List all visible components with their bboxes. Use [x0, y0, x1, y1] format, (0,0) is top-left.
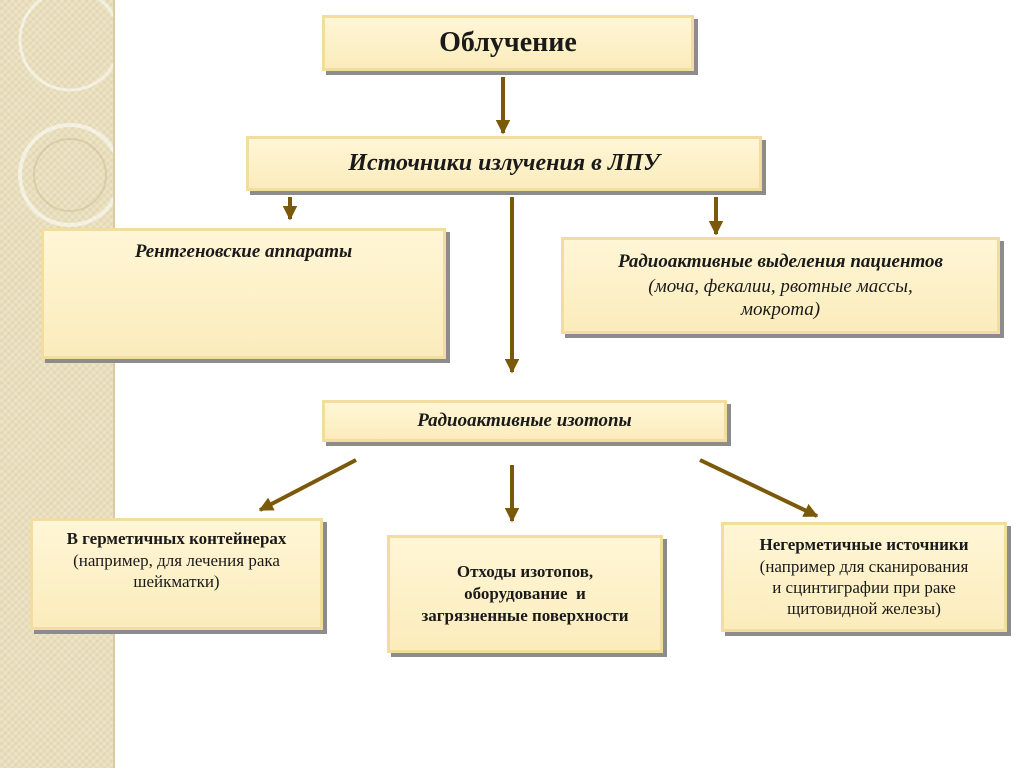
- xray-text: Рентгеновские аппараты: [134, 241, 353, 262]
- waste-box: Отходы изотопов, оборудование и загрязне…: [387, 535, 663, 653]
- sealed-title: В герметичных контейнерах: [66, 529, 287, 548]
- isotopes-text: Радиоактивные изотопы: [417, 410, 632, 431]
- title-box: Облучение: [322, 15, 694, 71]
- title-text: Облучение: [439, 27, 577, 58]
- xray-box: Рентгеновские аппараты: [41, 228, 446, 359]
- waste-line-2: оборудование и: [464, 584, 586, 603]
- arrow-isotopes-to-unsealed: [699, 458, 819, 518]
- unsealed-line-3: щитовидной железы): [787, 599, 941, 618]
- sealed-box: В герметичных контейнерах (например, для…: [30, 518, 323, 630]
- isotopes-box: Радиоактивные изотопы: [322, 400, 727, 442]
- unsealed-line-2: и сцинтиграфии при раке: [772, 578, 956, 597]
- decorative-circles: [18, 0, 113, 227]
- excretions-title: Радиоактивные выделения пациентов: [617, 250, 944, 272]
- excretions-box: Радиоактивные выделения пациентов (моча,…: [561, 237, 1000, 334]
- sources-text: Источники излучения в ЛПУ: [348, 150, 660, 176]
- waste-line-1: Отходы изотопов,: [456, 562, 594, 581]
- unsealed-line-1: (например для сканирования: [759, 557, 969, 576]
- sealed-line-1: (например, для лечения рака: [73, 551, 280, 570]
- waste-line-3: загрязненные поверхности: [421, 606, 629, 625]
- sealed-line-2: шейкматки): [133, 572, 220, 591]
- excretions-line-1: (моча, фекалии, рвотные массы,: [648, 275, 913, 297]
- unsealed-title: Негерметичные источники: [759, 535, 969, 554]
- sources-box: Источники излучения в ЛПУ: [246, 136, 762, 191]
- unsealed-box: Негерметичные источники (например для ск…: [721, 522, 1007, 632]
- arrow-isotopes-to-sealed: [258, 458, 357, 512]
- excretions-line-2: мокрота): [740, 298, 821, 320]
